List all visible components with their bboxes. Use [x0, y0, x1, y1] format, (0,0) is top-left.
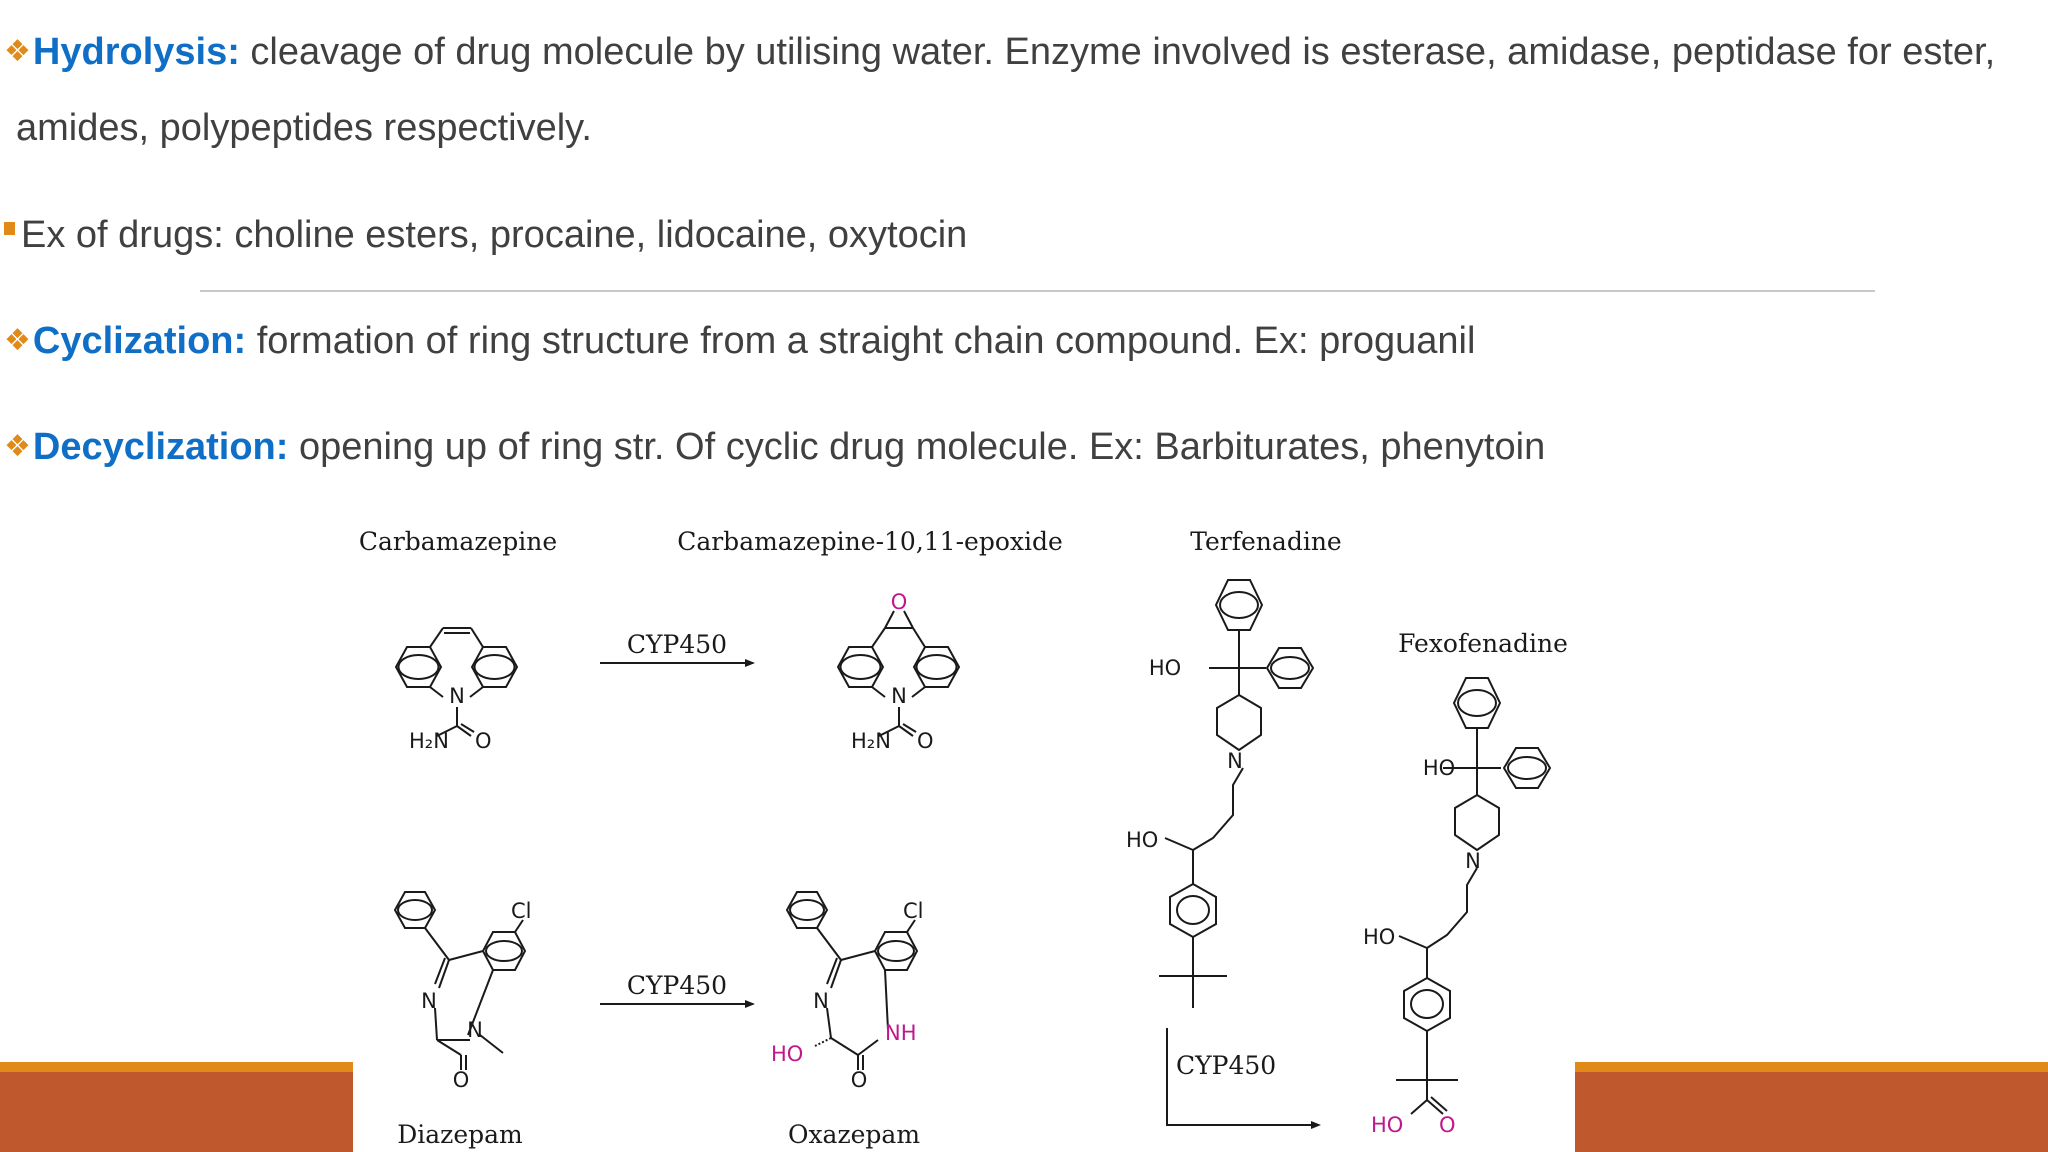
svg-text:O: O — [891, 590, 908, 614]
epoxide-structure: O N H₂N O — [836, 590, 961, 753]
svg-text:O: O — [475, 729, 492, 753]
hydrolysis-text-continued: amides, polypeptides respectively. — [16, 107, 592, 149]
oxazepam-structure: N HO NH O Cl — [771, 891, 924, 1092]
svg-text:HO: HO — [1371, 1113, 1403, 1137]
svg-text:Cl: Cl — [511, 899, 532, 923]
label-oxazepam: Oxazepam — [788, 1120, 920, 1149]
metabolism-figure: Carbamazepine Carbamazepine-10,11-epoxid… — [353, 500, 1575, 1152]
svg-text:N: N — [449, 684, 465, 708]
diamond-bullet-icon: ❖ — [4, 430, 31, 463]
svg-text:H₂N: H₂N — [851, 729, 891, 753]
decyclization-text: opening up of ring str. Of cyclic drug m… — [288, 426, 1546, 468]
diamond-bullet-icon: ❖ — [4, 35, 31, 68]
svg-text:HO: HO — [1423, 756, 1455, 780]
svg-text:N: N — [1227, 749, 1243, 773]
structures-diagram: Carbamazepine Carbamazepine-10,11-epoxid… — [359, 527, 1568, 1149]
terfenadine-structure: HO N HO — [1126, 579, 1315, 1008]
label-epoxide: Carbamazepine-10,11-epoxide — [677, 527, 1063, 556]
enzyme-label-1: CYP450 — [627, 630, 727, 659]
label-terfenadine: Terfenadine — [1190, 527, 1341, 556]
hydrolysis-term: Hydrolysis: — [32, 31, 240, 73]
diazepam-structure: N N O Cl — [393, 891, 532, 1092]
divider-line — [200, 290, 1875, 292]
svg-text:N: N — [421, 989, 437, 1013]
arrow-diazepam: CYP450 — [600, 971, 755, 1008]
svg-text:HO: HO — [1126, 828, 1158, 852]
svg-text:O: O — [917, 729, 934, 753]
footer-bar-right — [1575, 1062, 2048, 1152]
svg-text:N: N — [467, 1018, 483, 1042]
svg-text:O: O — [453, 1068, 470, 1092]
svg-text:NH: NH — [885, 1021, 917, 1045]
hydrolysis-line-2: amides, polypeptides respectively. — [16, 106, 592, 152]
hydrolysis-text: cleavage of drug molecule by utilising w… — [239, 31, 1996, 73]
square-bullet-icon — [4, 222, 15, 235]
cyclization-term: Cyclization: — [32, 320, 247, 362]
label-diazepam: Diazepam — [397, 1120, 523, 1149]
svg-text:HO: HO — [1363, 925, 1395, 949]
footer-bar-left — [0, 1062, 353, 1152]
fexofenadine-structure: HO N HO HO O — [1363, 677, 1552, 1137]
cyclization-text: formation of ring structure from a strai… — [246, 320, 1476, 362]
decyclization-term: Decyclization: — [32, 426, 289, 468]
examples-text: Ex of drugs: choline esters, procaine, l… — [21, 214, 968, 256]
enzyme-label-2: CYP450 — [627, 971, 727, 1000]
svg-text:O: O — [1439, 1113, 1456, 1137]
svg-text:HO: HO — [771, 1042, 803, 1066]
svg-text:Cl: Cl — [903, 899, 924, 923]
label-fexofenadine: Fexofenadine — [1398, 629, 1568, 658]
diamond-bullet-icon: ❖ — [4, 324, 31, 357]
cyclization-line: ❖Cyclization: formation of ring structur… — [4, 319, 1475, 365]
carbamazepine-structure: N H₂N O — [394, 627, 519, 753]
enzyme-label-3: CYP450 — [1176, 1051, 1276, 1080]
arrow-carbamazepine: CYP450 — [600, 630, 755, 667]
svg-text:N: N — [1465, 849, 1481, 873]
arrow-terfenadine: CYP450 — [1166, 1028, 1321, 1129]
svg-text:HO: HO — [1149, 656, 1181, 680]
svg-text:O: O — [851, 1068, 868, 1092]
hydrolysis-line-1: ❖Hydrolysis: cleavage of drug molecule b… — [4, 30, 1995, 76]
decyclization-line: ❖Decyclization: opening up of ring str. … — [4, 425, 1545, 471]
examples-line: Ex of drugs: choline esters, procaine, l… — [4, 213, 967, 259]
svg-text:N: N — [813, 989, 829, 1013]
svg-text:N: N — [891, 684, 907, 708]
svg-text:H₂N: H₂N — [409, 729, 449, 753]
label-carbamazepine: Carbamazepine — [359, 527, 557, 556]
